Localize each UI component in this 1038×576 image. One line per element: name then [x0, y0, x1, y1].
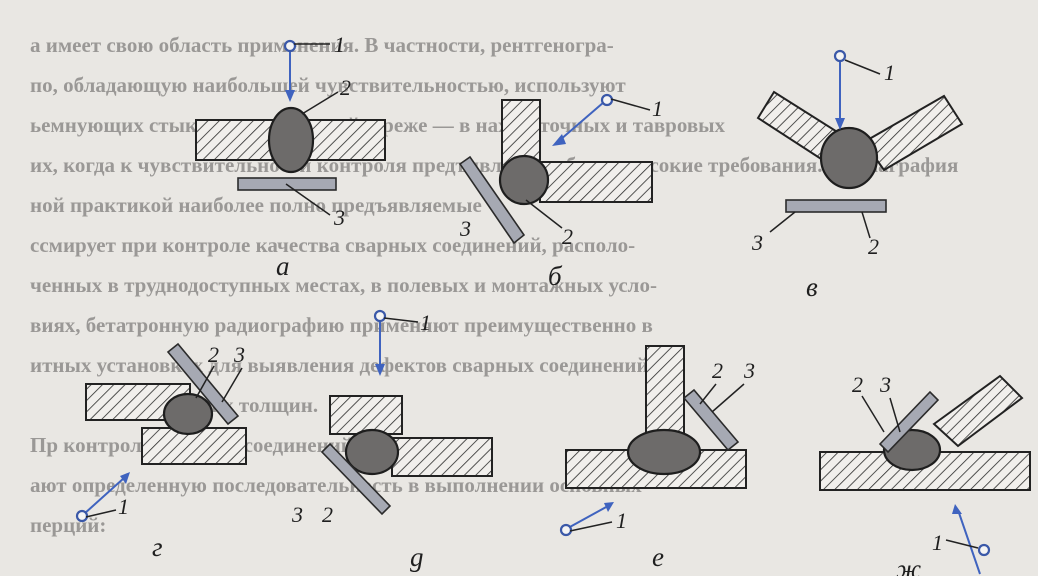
label-source: 1: [616, 508, 627, 533]
background-text-line: ссмирует при контроле качества сварных с…: [30, 233, 635, 257]
panel-v: 1 2 3 в: [751, 49, 964, 302]
caption-a: а: [276, 251, 290, 281]
panel-a: 1 2 3 а: [195, 32, 386, 281]
film-strip: [878, 390, 940, 454]
film-strip: [458, 155, 526, 245]
caption-d: g: [410, 542, 424, 572]
ray-arrow: [567, 505, 609, 529]
source-point: [600, 93, 614, 107]
source-point: [373, 309, 387, 323]
background-text-line: ают определенную последовательность в вы…: [30, 473, 642, 497]
ray-arrow: [83, 477, 125, 515]
label-film: 3: [291, 502, 303, 527]
label-source: 1: [420, 310, 431, 335]
label-film: 3: [459, 216, 471, 241]
source-point: [75, 509, 89, 523]
label-weld: 2: [562, 224, 573, 249]
panel-e: 1 2 3 е: [559, 345, 755, 572]
label-weld: 2: [208, 342, 219, 367]
label-weld: 2: [868, 234, 879, 259]
background-text-line: а имеет свою область применения. В частн…: [30, 33, 614, 57]
panel-d: 1 3 2 g: [291, 309, 493, 572]
background-text-line: их, когда к чувствительности контроля пр…: [30, 153, 958, 177]
label-weld: 2: [340, 75, 351, 100]
background-text-line: ченных в труднодоступных местах, в полев…: [30, 273, 657, 297]
ray-arrowhead: [375, 364, 385, 376]
source-point: [833, 49, 847, 63]
film-strip: [682, 388, 740, 452]
label-film: 3: [743, 358, 755, 383]
label-source: 1: [932, 530, 943, 555]
ray-arrowhead: [604, 502, 614, 512]
film-strip: [785, 199, 887, 213]
ray-arrowhead: [552, 134, 566, 146]
label-film: 3: [333, 205, 345, 230]
source-point: [559, 523, 573, 537]
ray-arrowhead: [285, 90, 295, 102]
plate-bottom: [391, 437, 493, 477]
ray-arrowhead: [835, 118, 845, 130]
panel-zh: 1 2 3 ж: [819, 372, 1031, 576]
label-weld: 2: [712, 358, 723, 383]
label-weld: 2: [322, 502, 333, 527]
weld-bead: [626, 428, 702, 476]
label-film: 3: [751, 230, 763, 255]
plate-horizontal: [539, 161, 653, 203]
plate-inclined: [932, 374, 1024, 448]
film-strip: [166, 342, 240, 426]
ray-arrowhead: [120, 472, 130, 484]
background-text-line: по, обладающую наибольшей чувствительнос…: [30, 73, 626, 97]
label-film: 3: [879, 372, 891, 397]
plate-top: [329, 395, 403, 435]
background-text-line: перций:: [30, 513, 106, 537]
caption-zh: ж: [896, 554, 921, 576]
background-text-line: итных установках для выявления дефектов …: [30, 353, 649, 377]
weld-bead: [344, 428, 400, 476]
caption-g: г: [152, 532, 163, 562]
label-source: 1: [334, 32, 345, 57]
label-source: 1: [884, 60, 895, 85]
film-strip: [320, 442, 392, 516]
panel-b: 1 3 2 б: [458, 93, 663, 291]
label-source: 1: [652, 96, 663, 121]
source-point: [977, 543, 991, 557]
label-film: 3: [233, 342, 245, 367]
plate-right: [304, 119, 386, 161]
weld-bead: [162, 392, 214, 436]
label-weld: 2: [852, 372, 863, 397]
background-page-text: а имеет свою область применения. В частн…: [30, 33, 958, 537]
label-source: 1: [118, 494, 129, 519]
caption-b: б: [548, 261, 563, 291]
source-point: [283, 39, 297, 53]
panel-g: 1 2 3 г: [75, 342, 247, 562]
weld-bead: [267, 106, 315, 174]
caption-e: е: [652, 542, 664, 572]
plate-left: [195, 119, 279, 161]
background-text-line: виях, бетатронную радиографию применяют …: [30, 313, 653, 337]
weld-bead: [819, 126, 879, 190]
ray-arrow: [559, 101, 605, 141]
plate-vertical: [501, 99, 541, 172]
background-text-line: ной практикой наиболее полно предъявляем…: [30, 193, 482, 217]
ray-arrowhead: [952, 504, 962, 514]
caption-v: в: [806, 272, 818, 302]
plate-vertical: [645, 345, 685, 443]
ray-arrow: [957, 509, 981, 575]
weld-bead: [498, 154, 550, 206]
